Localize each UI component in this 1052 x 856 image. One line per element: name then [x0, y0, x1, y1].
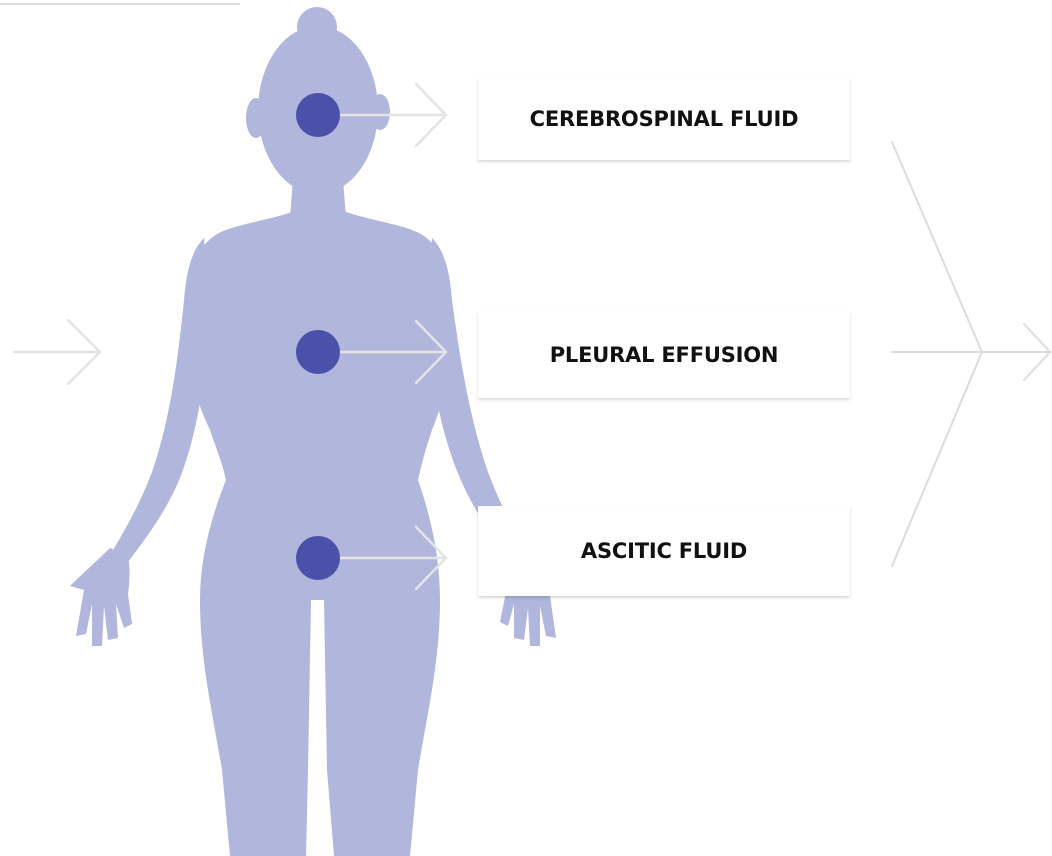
- pleural-site-dot: [296, 330, 340, 374]
- output-arrow-icon: [982, 324, 1052, 380]
- converging-connector: [892, 142, 982, 566]
- csf-label: CEREBROSPINAL FLUID: [524, 104, 804, 135]
- pleural-effusion-label: PLEURAL EFFUSION: [504, 340, 824, 371]
- ascitic-fluid-label: ASCITIC FLUID: [539, 536, 789, 567]
- csf-site-dot: [296, 93, 340, 137]
- ascitic-fluid-label-box: ASCITIC FLUID: [478, 506, 850, 596]
- csf-label-box: CEREBROSPINAL FLUID: [478, 78, 850, 160]
- pleural-effusion-label-box: PLEURAL EFFUSION: [478, 312, 850, 398]
- input-arrow-icon: [14, 320, 100, 384]
- ascitic-site-dot: [296, 536, 340, 580]
